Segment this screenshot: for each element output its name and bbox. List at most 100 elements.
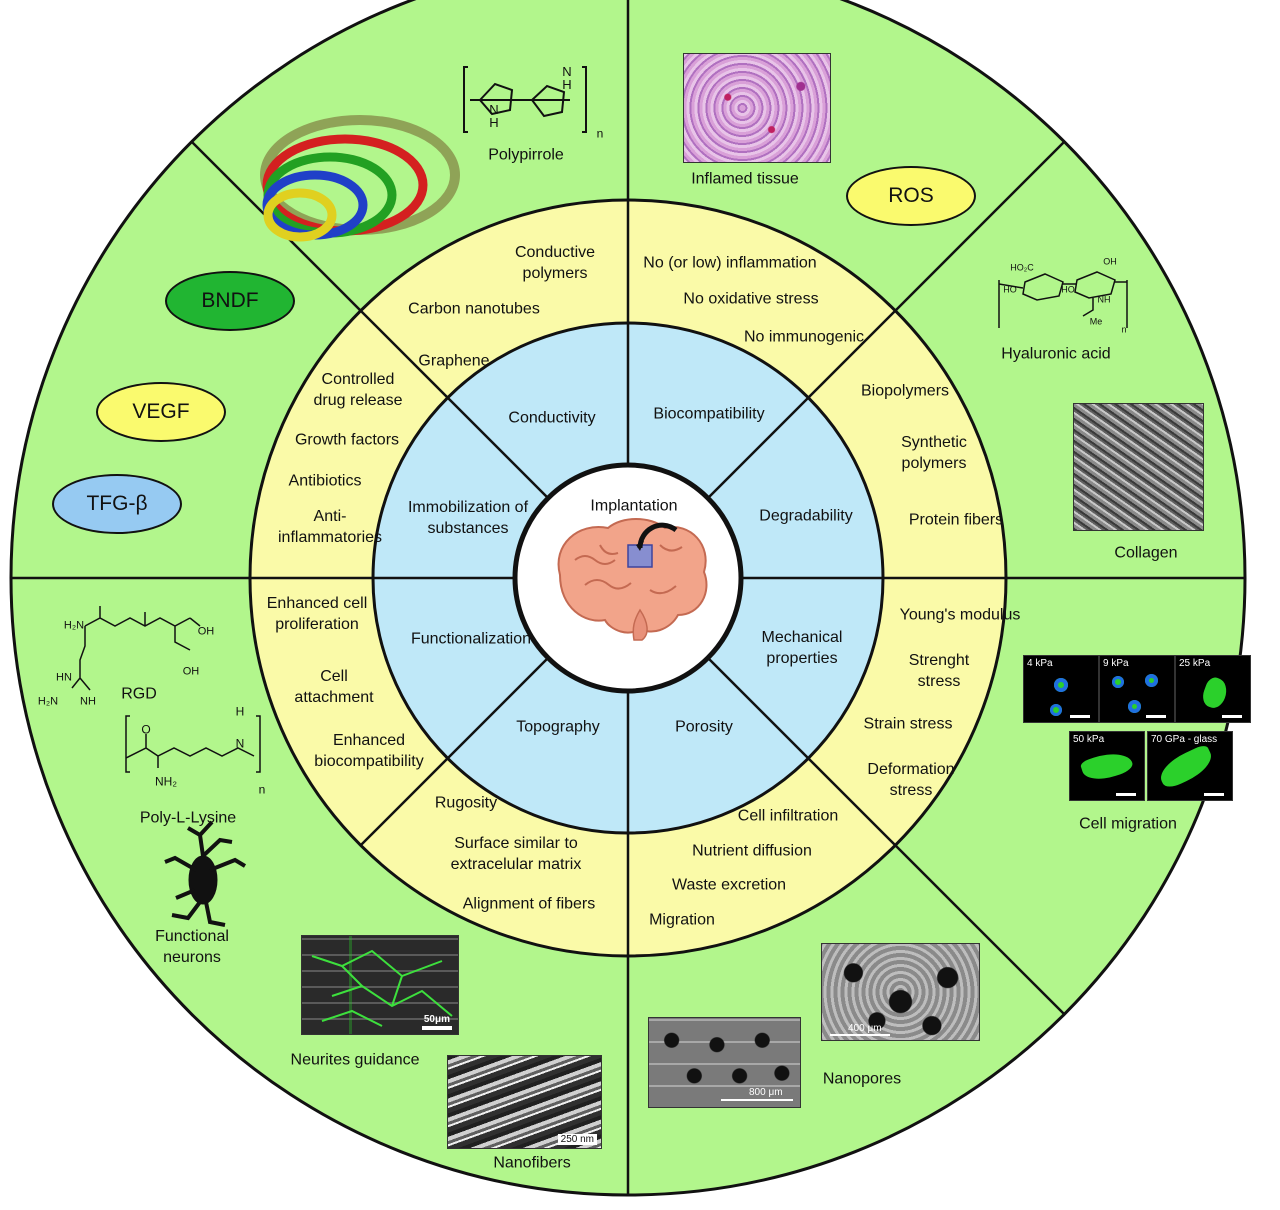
item-conductive-polymers: Conductive polymers: [514, 244, 596, 282]
sector-label-functionalization: Functionalization: [410, 630, 532, 648]
vegf-badge: VEGF: [96, 382, 226, 442]
item-waste-excretion: Waste excretion: [671, 876, 787, 894]
chem-label: O: [141, 722, 151, 737]
bndf-badge: BNDF: [165, 271, 295, 331]
scale-bar: [830, 1034, 890, 1036]
scale-label: 50μm: [423, 1014, 450, 1025]
chem-label: H₂N: [63, 619, 85, 632]
inflamed-tissue-image: [683, 53, 831, 163]
brain-illustration: [557, 518, 708, 641]
chem-label: OH: [197, 625, 215, 638]
nanopores-image-b: 800 μm: [648, 1017, 801, 1108]
scale-label: 250 nm: [557, 1134, 597, 1145]
outer-label-nanopores: Nanopores: [822, 1070, 902, 1088]
ring-dividers: [11, 0, 1245, 1195]
chem-label: NH₂: [155, 774, 177, 789]
cell-blob: [1128, 700, 1141, 713]
chem-label: NH: [1097, 294, 1111, 305]
chem-label: n: [596, 126, 604, 141]
item-growth-factors: Growth factors: [294, 431, 400, 449]
sector-label-immobilization: Immobilization of substances: [407, 499, 529, 537]
chem-label: HO: [1061, 284, 1075, 295]
cell-blob: [1050, 704, 1062, 716]
ros-badge: ROS: [846, 166, 976, 226]
item-protein-fibers: Protein fibers: [908, 511, 1004, 529]
cell-blob: [1112, 676, 1124, 688]
cell-blob: [1054, 678, 1068, 692]
stiffness-label: 9 kPa: [1103, 658, 1129, 669]
item-surface-similar: Surface similar to extracelular matrix: [450, 835, 582, 873]
sector-label-degradability: Degradability: [759, 507, 853, 525]
outer-divider: [894, 140, 1066, 312]
collagen-image: [1073, 403, 1204, 531]
item-no-immunogenic: No immunogenic: [743, 328, 865, 346]
sector-label-mechanical-properties: Mechanical properties: [761, 629, 843, 667]
rgd-structure: [71, 606, 201, 691]
inner-divider: [707, 309, 897, 499]
stiffness-label: 25 kPa: [1179, 658, 1211, 669]
neuron-icon: [164, 820, 247, 927]
item-deformation-stress: Deformation stress: [867, 761, 955, 799]
stiffness-label: 50 kPa: [1073, 734, 1105, 745]
item-youngs-modulus: Young's modulus: [899, 606, 1021, 624]
outer-label-polypirrole: Polypirrole: [488, 146, 564, 164]
neurite-network: [311, 949, 453, 1027]
scale-bar: [422, 1026, 452, 1030]
cell-blob: [1155, 743, 1217, 791]
item-biopolymers: Biopolymers: [860, 382, 950, 400]
outer-label-rgd: RGD: [121, 685, 157, 703]
scale-label: 800 μm: [749, 1087, 783, 1098]
item-strain-stress: Strain stress: [863, 715, 953, 733]
item-synthetic-polymers: Synthetic polymers: [901, 434, 967, 472]
stiffness-panel-50kpa: 50 kPa: [1069, 731, 1145, 801]
item-antibiotics: Antibiotics: [288, 472, 362, 490]
item-graphene: Graphene: [418, 352, 490, 370]
chem-label: n: [1121, 324, 1127, 335]
stiffness-panel-glass: 70 GPa - glass: [1147, 731, 1233, 801]
chem-label: N H: [489, 102, 499, 130]
sector-label-topography: Topography: [516, 718, 600, 736]
item-alignment-of-fibers: Alignment of fibers: [462, 895, 596, 913]
item-no-inflammation: No (or low) inflammation: [643, 254, 817, 272]
scale-bar: [1070, 715, 1090, 718]
sector-label-porosity: Porosity: [675, 718, 733, 736]
outer-label-cell-migration: Cell migration: [1079, 815, 1177, 833]
item-enhanced-cell-proliferation: Enhanced cell proliferation: [266, 595, 368, 633]
item-no-oxidative-stress: No oxidative stress: [683, 290, 819, 308]
polypirrole-structure: [463, 66, 587, 133]
chem-label: H₂N: [37, 695, 59, 708]
item-anti-inflammatories: Anti- inflammatories: [277, 508, 383, 546]
chem-label: OH: [1103, 256, 1117, 267]
outer-label-collagen: Collagen: [1114, 544, 1178, 562]
item-controlled-drug-release: Controlled drug release: [313, 371, 403, 409]
nanofibers-image: 250 nm: [447, 1055, 602, 1149]
stiffness-panel-25kpa: 25 kPa: [1175, 655, 1251, 723]
stiffness-panel-4kpa: 4 kPa: [1023, 655, 1099, 723]
tgf-badge: TFG-β: [52, 474, 182, 534]
item-strength-stress: Strenght stress: [908, 652, 970, 690]
scale-bar: [1204, 793, 1224, 796]
cell-blob: [1145, 674, 1158, 687]
chem-label: HN: [56, 671, 72, 684]
outer-label-functional-neurons: Functional neurons: [155, 928, 229, 966]
chem-label: HO: [1003, 284, 1017, 295]
hyaluronic-acid-structure: [998, 271, 1128, 328]
item-enhanced-biocompatibility: Enhanced biocompatibility: [314, 732, 424, 770]
stiffness-label: 4 kPa: [1027, 658, 1053, 669]
cell-blob: [1079, 746, 1135, 786]
inner-divider: [359, 309, 549, 499]
sector-label-biocompatibility: Biocompatibility: [653, 405, 765, 423]
item-nutrient-diffusion: Nutrient diffusion: [692, 842, 812, 860]
outer-divider: [894, 844, 1066, 1016]
inner-divider: [359, 657, 549, 847]
chem-label: HO₂C: [1010, 262, 1034, 273]
chem-label: H: [235, 704, 245, 719]
outer-label-nanofibers: Nanofibers: [493, 1154, 571, 1172]
poly-l-lysine-structure: [125, 715, 261, 773]
scale-bar: [721, 1099, 793, 1101]
chem-label: N H: [562, 64, 572, 92]
nanopores-image-a: 400 μm: [821, 943, 980, 1041]
outer-label-neurites-guidance: Neurites guidance: [290, 1051, 420, 1069]
